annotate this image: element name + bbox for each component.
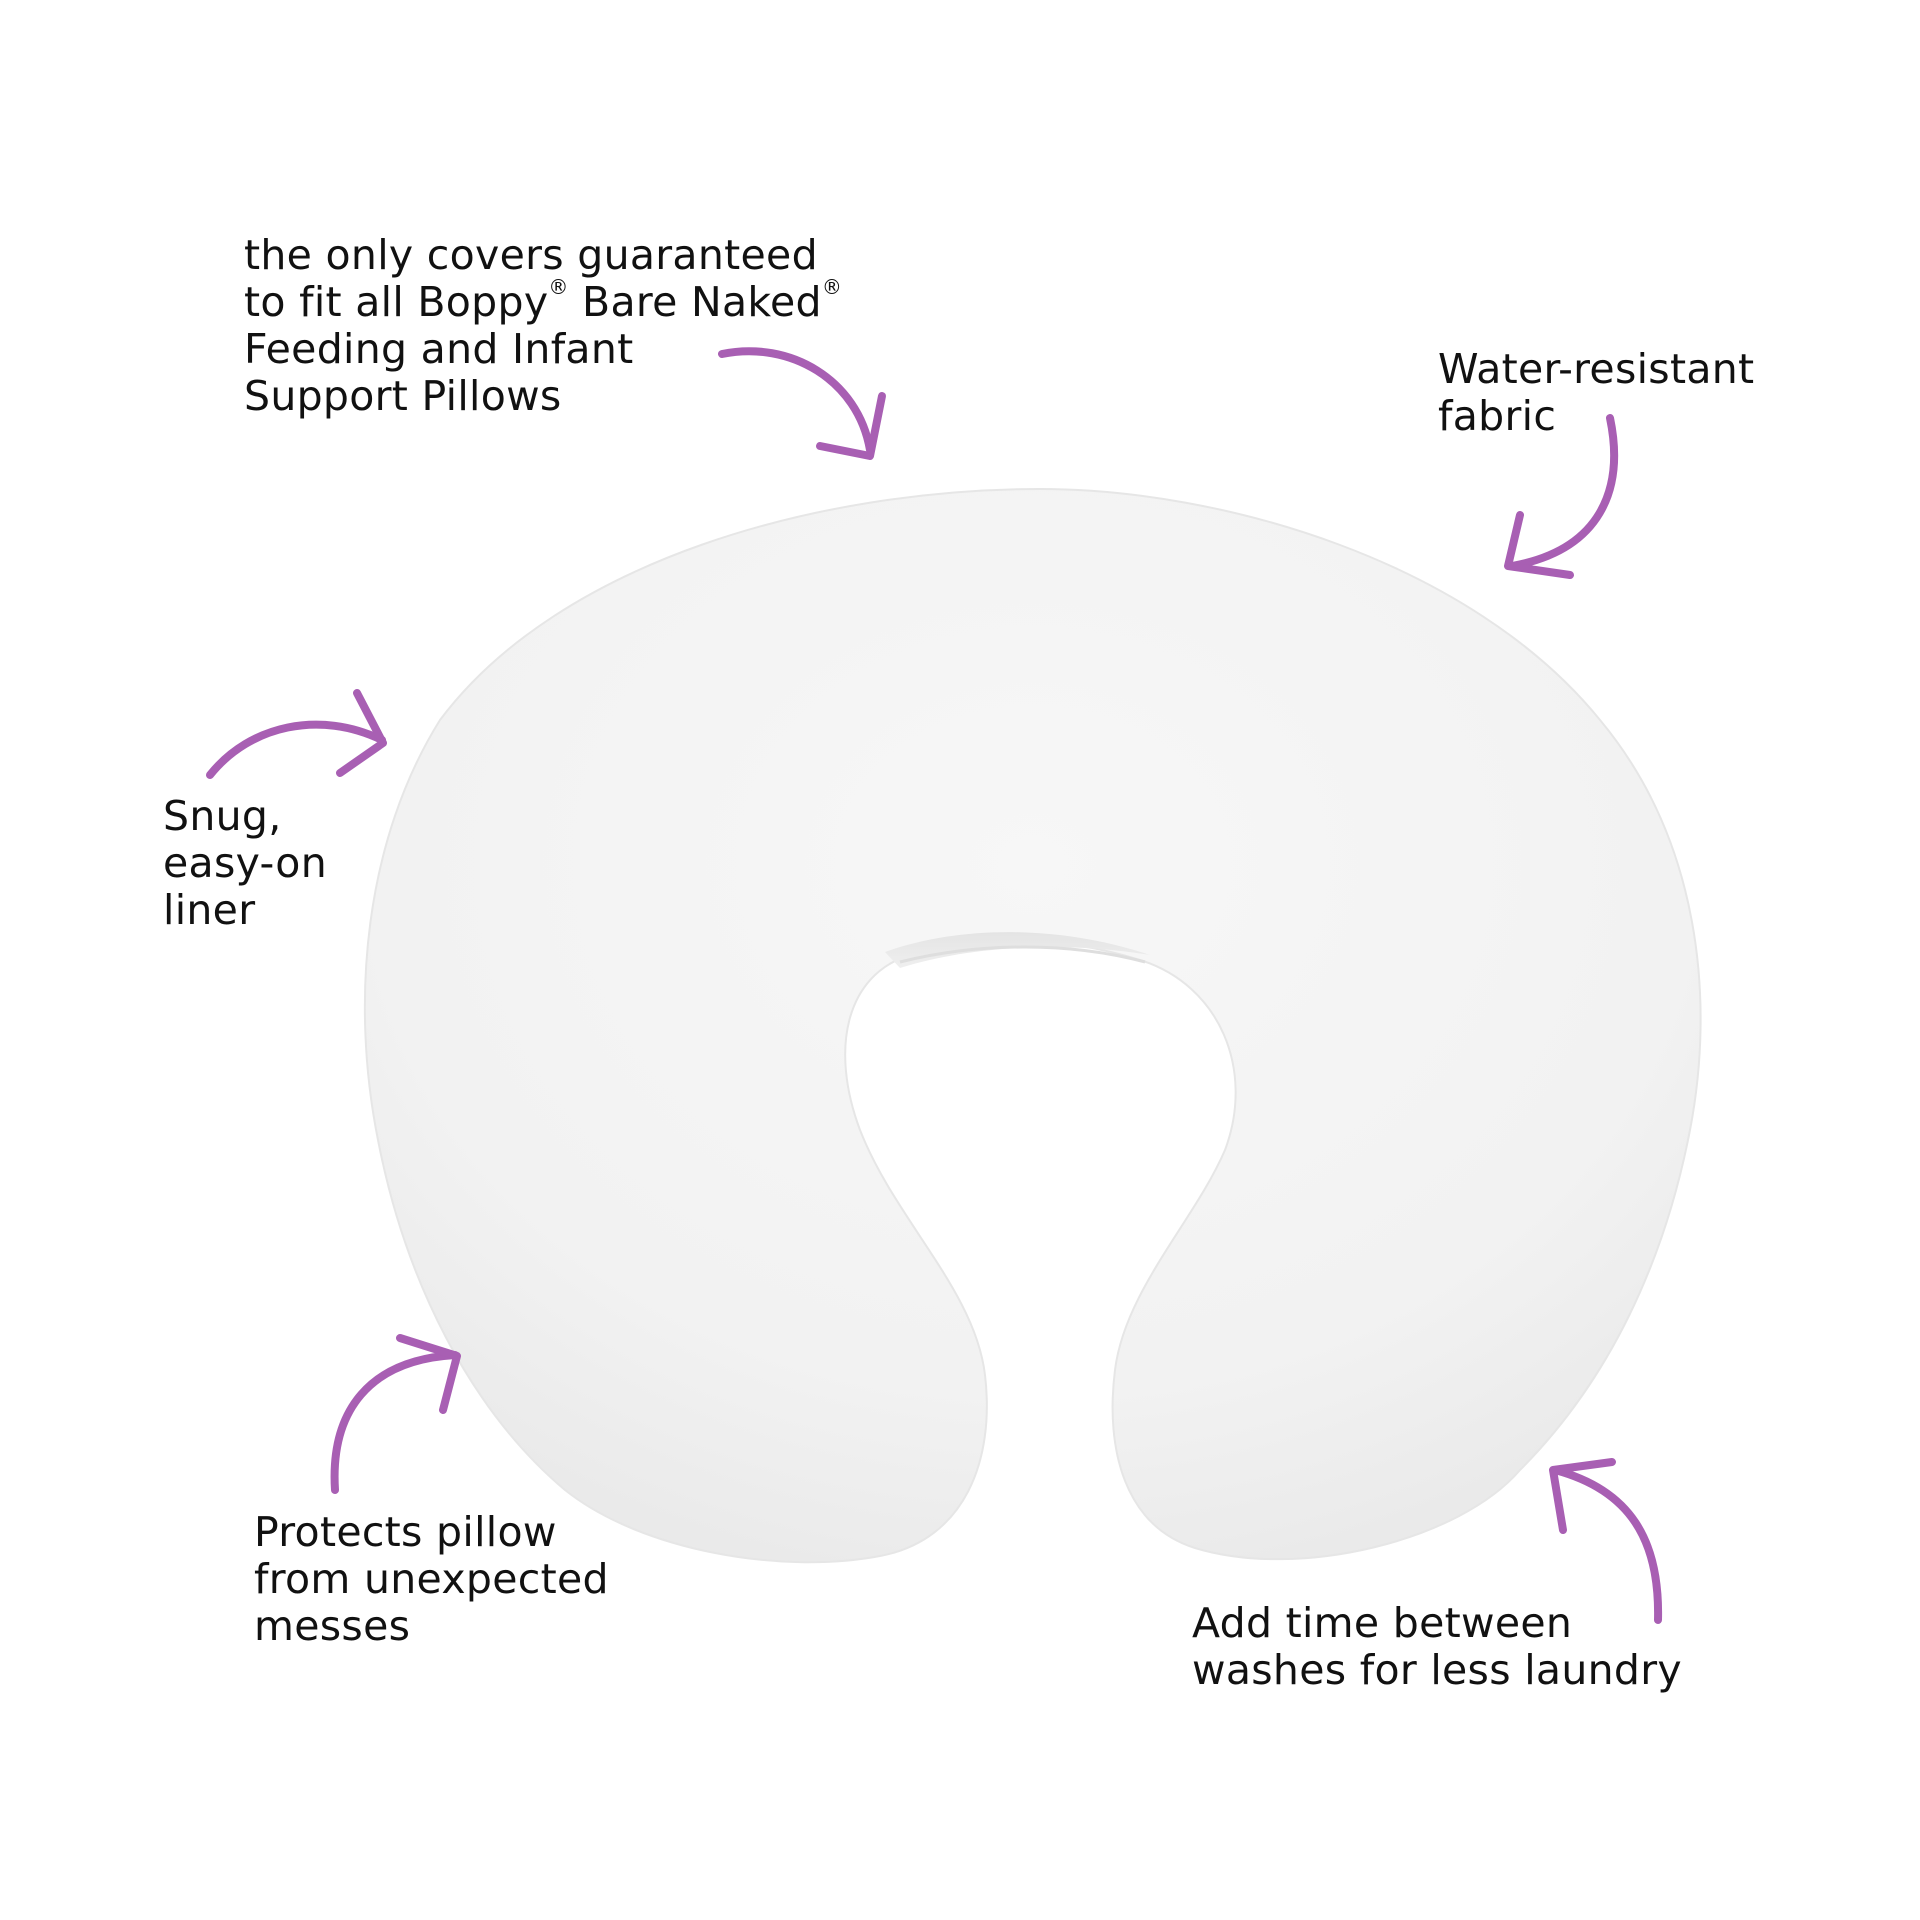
callout-line: Feeding and Infant [244,325,634,373]
callout-line: messes [254,1602,411,1650]
pillow-inner-seam [885,932,1150,968]
callout-line: liner [163,886,256,934]
curved-arrow-icon [206,689,387,779]
callout-line: Snug, [163,792,282,840]
curved-arrow-icon [1504,414,1619,579]
callout-line: fabric [1438,392,1557,440]
callout-line: from unexpected [254,1555,609,1603]
callout-cover-fit: the only covers guaranteed to fit all Bo… [244,232,842,420]
callout-line: easy-on [163,839,327,887]
curved-arrow-icon [330,1334,461,1494]
callout-snug-liner: Snug, easy-on liner [163,793,327,934]
callout-text: to fit all Boppy [244,278,549,326]
callout-line: the only covers guaranteed [244,231,818,279]
pillow-gather-line [899,945,1146,964]
callout-line: Protects pillow [254,1508,557,1556]
callout-water-resistant: Water-resistant fabric [1438,346,1754,440]
registered-mark: ® [548,275,569,299]
curved-arrow-icon [718,347,886,460]
curved-arrow-icon [1549,1458,1663,1624]
callout-text: Bare Naked [568,278,822,326]
registered-mark: ® [821,275,843,299]
callout-line: Add time between [1192,1599,1573,1647]
callout-line: washes for less laundry [1192,1646,1682,1694]
callout-line: to fit all Boppy® Bare Naked® [244,277,842,326]
callout-line: Support Pillows [244,372,562,420]
callout-less-laundry: Add time between washes for less laundry [1192,1600,1682,1694]
callout-protects-pillow: Protects pillow from unexpected messes [254,1509,609,1650]
callout-line: Water-resistant [1438,345,1755,393]
